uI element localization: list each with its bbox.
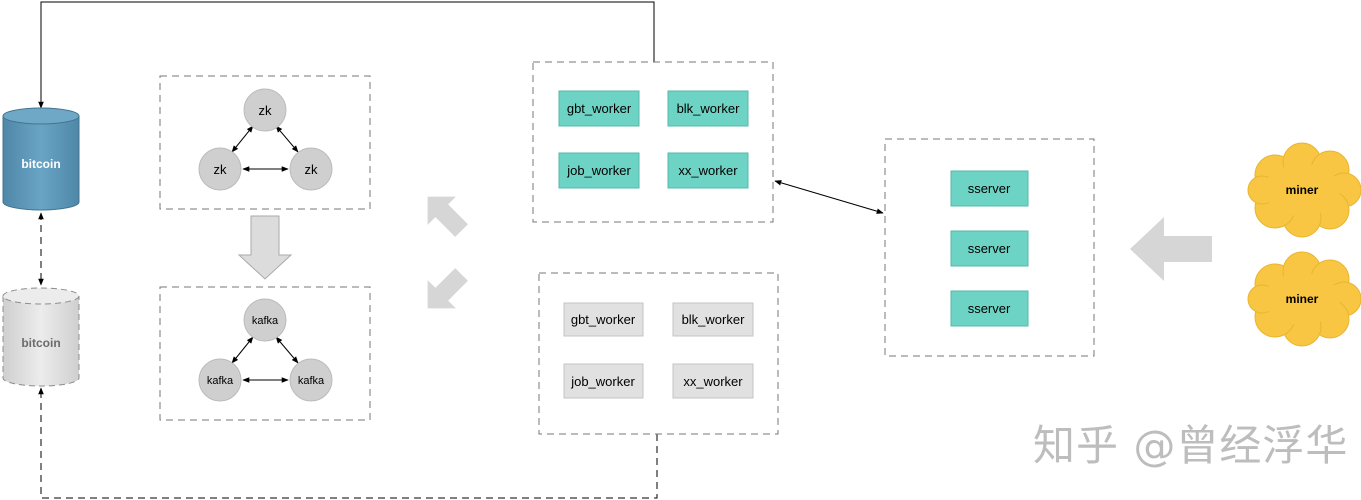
- svg-text:gbt_worker: gbt_worker: [571, 312, 636, 327]
- worker-box: xx_worker: [667, 152, 749, 189]
- miner-cloud: miner: [1247, 142, 1361, 238]
- bitcoin-primary-label: bitcoin: [21, 157, 60, 171]
- worker-box: blk_worker: [667, 90, 749, 127]
- workers-sserver-link: [774, 180, 884, 214]
- zookeeper-cluster: zk zk zk: [159, 75, 371, 210]
- svg-text:sserver: sserver: [968, 181, 1011, 196]
- watermark: 知乎 @曾经浮华: [1033, 421, 1349, 470]
- feedback-line-active: [38, 1, 655, 109]
- svg-text:miner: miner: [1286, 183, 1319, 197]
- kafka-node: kafka: [243, 298, 287, 342]
- worker-box: gbt_worker: [563, 302, 644, 337]
- sserver-box: sserver: [950, 230, 1029, 267]
- svg-text:miner: miner: [1286, 292, 1319, 306]
- svg-text:kafka: kafka: [207, 375, 234, 387]
- worker-box: blk_worker: [672, 302, 754, 337]
- svg-text:gbt_worker: gbt_worker: [567, 101, 632, 116]
- svg-text:xx_worker: xx_worker: [683, 374, 743, 389]
- kafka-node: kafka: [198, 358, 242, 402]
- svg-text:xx_worker: xx_worker: [678, 163, 738, 178]
- standby-workers-group: gbt_worker blk_worker job_worker xx_work…: [538, 272, 779, 435]
- svg-text:job_worker: job_worker: [566, 163, 631, 178]
- kafka-node: kafka: [289, 358, 333, 402]
- svg-text:job_worker: job_worker: [570, 374, 635, 389]
- worker-box: xx_worker: [672, 363, 754, 399]
- svg-text:zk: zk: [305, 162, 319, 177]
- svg-text:blk_worker: blk_worker: [682, 312, 746, 327]
- svg-text:sserver: sserver: [968, 301, 1011, 316]
- kafka-cluster: kafka kafka kafka: [159, 286, 371, 421]
- sserver-box: sserver: [950, 290, 1029, 327]
- svg-text:zk: zk: [259, 103, 273, 118]
- feedback-line-standby: [38, 387, 658, 499]
- bitcoin-standby-label: bitcoin: [21, 336, 60, 350]
- zk-node: zk: [198, 147, 242, 191]
- zk-node: zk: [243, 88, 287, 132]
- sserver-box: sserver: [950, 170, 1029, 207]
- worker-box: job_worker: [563, 363, 644, 399]
- arrow-down-left-icon: [427, 268, 468, 309]
- svg-text:zk: zk: [214, 162, 228, 177]
- miner-cloud: miner: [1247, 251, 1361, 347]
- left-arrow-icon: [1130, 217, 1212, 281]
- bitcoin-standby-node: bitcoin: [2, 287, 80, 387]
- down-arrow-icon: [237, 215, 293, 280]
- svg-text:sserver: sserver: [968, 241, 1011, 256]
- bitcoin-primary-node: bitcoin: [2, 107, 80, 211]
- zk-node: zk: [289, 147, 333, 191]
- active-workers-group: gbt_worker blk_worker job_worker xx_work…: [532, 61, 774, 223]
- sserver-group: sserver sserver sserver: [884, 138, 1095, 357]
- worker-box: gbt_worker: [558, 90, 640, 127]
- worker-box: job_worker: [558, 152, 640, 189]
- arrow-up-left-icon: [427, 196, 468, 237]
- svg-text:kafka: kafka: [252, 315, 279, 327]
- svg-text:kafka: kafka: [298, 375, 325, 387]
- svg-text:blk_worker: blk_worker: [677, 101, 741, 116]
